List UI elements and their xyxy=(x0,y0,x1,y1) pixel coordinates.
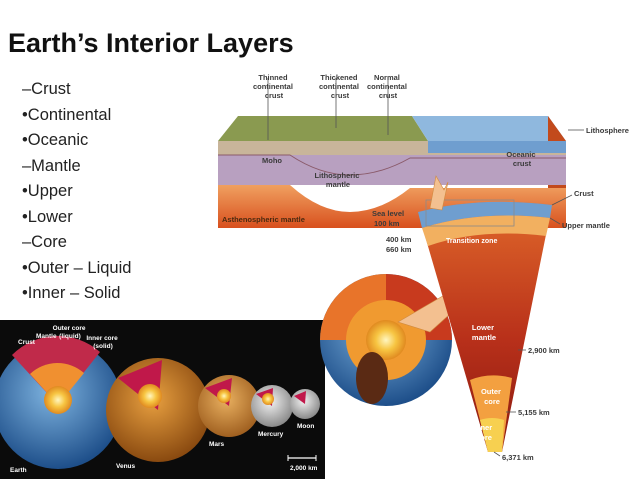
wedge-label-crust: Crust xyxy=(574,189,594,198)
planet-label-mercury: Mercury xyxy=(258,431,284,438)
wedge-label-2900km: 2,900 km xyxy=(528,346,560,355)
planet-label-crust: Crust xyxy=(18,339,36,346)
bullet-crust: –Crust xyxy=(22,80,71,98)
wedge-label-inner-core-2: core xyxy=(476,433,492,442)
label-oceanic-crust-2: crust xyxy=(513,159,532,168)
wedge-label-upper-mantle: Upper mantle xyxy=(562,221,610,230)
wedge-label-6371km: 6,371 km xyxy=(502,453,534,462)
label-lithospheric-mantle-1: Lithospheric xyxy=(314,171,359,180)
up-arrow-icon xyxy=(429,175,449,211)
label-normal-1: Normal xyxy=(374,73,400,82)
earth-wedge-section xyxy=(418,175,573,457)
label-thinned-1: Thinned xyxy=(258,73,288,82)
bullet-continental: •Continental xyxy=(22,105,112,124)
label-moho: Moho xyxy=(262,156,282,165)
label-lithosphere: Lithosphere xyxy=(586,126,629,135)
slide-title: Earth’s Interior Layers xyxy=(8,28,294,58)
planet-label-venus: Venus xyxy=(116,463,136,470)
svg-text:Normal continental cru: Normal continental crust xyxy=(367,73,409,100)
wedge-label-outer-core-1: Outer xyxy=(481,387,501,396)
bullet-upper: •Upper xyxy=(22,182,73,200)
bullet-inner-solid: •Inner – Solid xyxy=(22,284,121,302)
label-sea-level: Sea level xyxy=(372,209,404,218)
label-lithospheric-mantle-2: mantle xyxy=(326,180,350,189)
lithospheric-mantle-layer xyxy=(218,155,566,185)
wedge-label-outer-core-2: core xyxy=(484,397,500,406)
bullet-outer-liquid: •Outer – Liquid xyxy=(22,258,132,277)
label-oceanic-crust-1: Oceanic xyxy=(506,150,535,159)
planet-label-outer-core-2: (liquid) xyxy=(59,333,81,340)
label-asthenospheric-mantle: Asthenospheric mantle xyxy=(222,215,305,224)
label-thickened-2: continental xyxy=(319,82,359,91)
wedge-label-5155km: 5,155 km xyxy=(518,408,550,417)
svg-text:Lithospheric mantle: Lithospheric mantle xyxy=(314,171,361,189)
continental-surface xyxy=(218,116,428,141)
planet-label-outer-core-1: Outer core xyxy=(53,325,86,332)
planet-comparison-panel xyxy=(0,320,325,479)
label-thickened-1: Thickened xyxy=(320,73,358,82)
planet-label-mars: Mars xyxy=(209,441,225,448)
label-thinned-3: crust xyxy=(265,91,284,100)
bullet-core: –Core xyxy=(22,233,67,251)
wedge-label-660km: 660 km xyxy=(386,245,412,254)
layer-bullet-list: –Crust •Continental •Oceanic –Mantle •Up… xyxy=(22,77,131,307)
bullet-lower: •Lower xyxy=(22,207,73,226)
svg-text:Lower mantle: Lower mantle xyxy=(472,323,496,342)
svg-text:Inner core: Inner core xyxy=(474,423,494,442)
wedge-label-lower-mantle-1: Lower xyxy=(472,323,494,332)
svg-text:Inner core (solid): Inner core (solid) xyxy=(86,335,119,350)
svg-text:Thickened continental: Thickened continental crust xyxy=(319,73,361,100)
planet-label-moon: Moon xyxy=(297,423,314,430)
wedge-label-inner-core-1: Inner xyxy=(474,423,492,432)
planet-label-scale: 2,000 km xyxy=(290,465,318,472)
label-thickened-3: crust xyxy=(331,91,350,100)
cutaway-earth-globe xyxy=(320,274,471,406)
bullet-oceanic: •Oceanic xyxy=(22,131,89,149)
label-100km: 100 km xyxy=(374,219,400,228)
label-normal-3: crust xyxy=(379,91,398,100)
planet-label-inner-core-2: (solid) xyxy=(93,343,113,350)
planet-label-mantle: Mantle xyxy=(36,333,57,340)
planet-label-earth: Earth xyxy=(10,467,27,474)
wedge-label-lower-mantle-2: mantle xyxy=(472,333,496,342)
label-thinned-2: continental xyxy=(253,82,293,91)
label-normal-2: continental xyxy=(367,82,407,91)
bullet-mantle: –Mantle xyxy=(22,156,81,175)
planet-label-inner-core-1: Inner core xyxy=(86,335,118,342)
wedge-label-transition-zone: Transition zone xyxy=(446,238,497,245)
svg-text:Outer core: Outer core xyxy=(481,387,503,406)
svg-text:Thinned continental cr: Thinned continental crust xyxy=(253,73,295,100)
svg-text:Outer core (liquid): Outer core (liquid) xyxy=(53,325,88,340)
ocean-surface xyxy=(412,116,566,141)
wedge-label-400km: 400 km xyxy=(386,235,412,244)
svg-text:Oceanic crust: Oceanic crust xyxy=(506,150,537,168)
